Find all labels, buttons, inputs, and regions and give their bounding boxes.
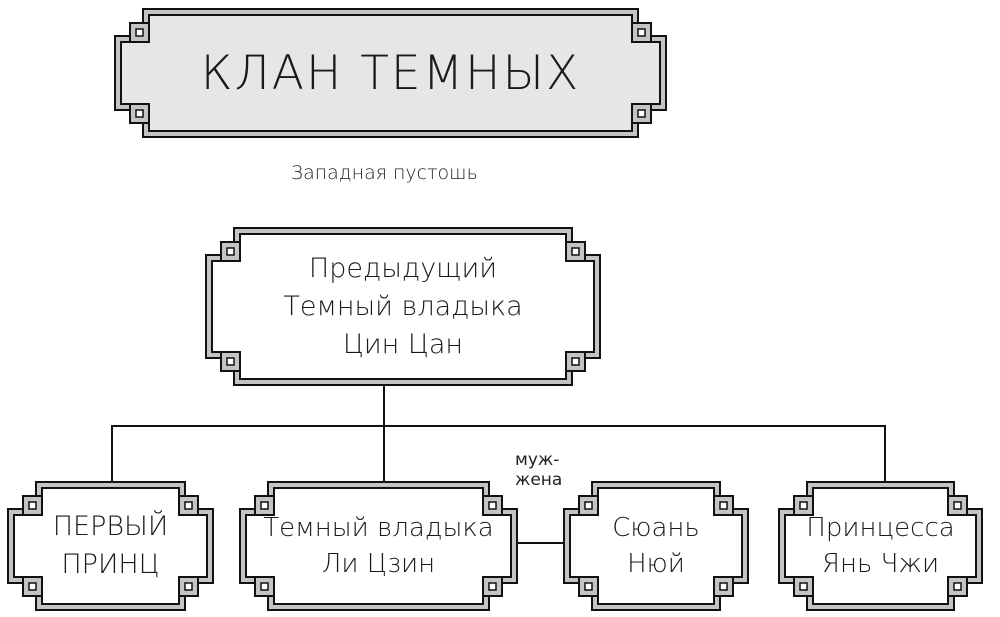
node-line: Принцесса	[806, 513, 955, 543]
node-xuan-nu: Сюань Нюй	[563, 481, 749, 611]
marriage-label-line1: муж-	[515, 450, 560, 470]
node-princess-yan-zhi: Принцесса Янь Чжи	[778, 481, 983, 611]
ornamental-border-icon	[563, 481, 749, 611]
node-line: ПРИНЦ	[61, 549, 160, 580]
node-line: Цин Цан	[342, 328, 464, 360]
node-line: Темный владыка	[283, 290, 523, 322]
node-line: Ли Цзин	[321, 549, 436, 579]
ornamental-border-icon	[239, 481, 518, 611]
ornamental-border-icon	[205, 227, 601, 386]
ornamental-border-icon	[7, 481, 214, 611]
clan-location: Западная пустошь	[291, 162, 478, 184]
node-line: Нюй	[627, 549, 685, 579]
marriage-label-line2: жена	[515, 470, 563, 490]
connector-siblings-bar	[111, 425, 886, 427]
connector-ancestor-down	[383, 386, 385, 482]
node-line: Предыдущий	[308, 252, 498, 284]
node-line: ПЕРВЫЙ	[52, 511, 169, 542]
node-dark-lord-li-jin: Темный владыка Ли Цзин	[239, 481, 518, 611]
node-line: Сюань	[612, 513, 700, 543]
clan-title: КЛАН ТЕМНЫХ	[114, 8, 667, 138]
connector-princess	[884, 425, 886, 482]
ornamental-border-icon	[778, 481, 983, 611]
node-previous-dark-lord: Предыдущий Темный владыка Цин Цан	[205, 227, 601, 386]
connector-first-prince	[111, 425, 113, 482]
marriage-label: муж- жена	[515, 450, 562, 490]
node-first-prince: ПЕРВЫЙ ПРИНЦ	[7, 481, 214, 611]
node-line: Темный владыка	[263, 513, 494, 543]
clan-title-text: КЛАН ТЕМНЫХ	[200, 45, 581, 101]
clan-title-frame: КЛАН ТЕМНЫХ	[114, 8, 667, 138]
connector-marriage	[518, 542, 564, 544]
node-line: Янь Чжи	[821, 549, 940, 579]
ornamental-border-icon	[114, 8, 667, 138]
